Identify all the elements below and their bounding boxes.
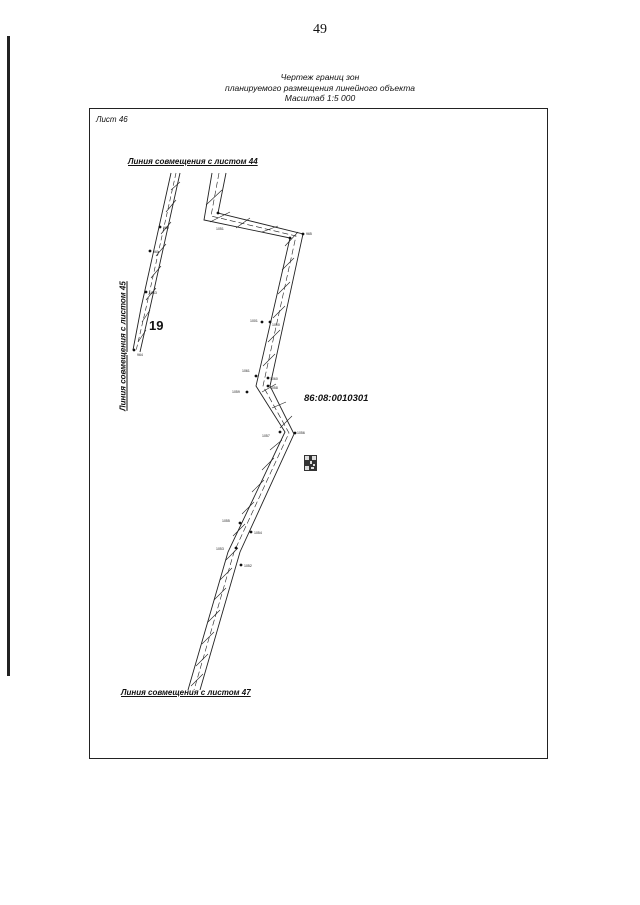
scale-line: Масштаб 1:5 000 (284, 93, 356, 103)
sheet-label: Лист 46 (96, 115, 128, 124)
scan-edge-bar (7, 36, 10, 676)
point-label: 964 (137, 353, 143, 357)
point-label: 1052 (244, 564, 252, 568)
map-frame (89, 108, 548, 759)
match-line-bottom: Линия совмещения с листом 47 (121, 688, 251, 697)
parcel-number: 19 (149, 318, 164, 333)
cadastral-block-label: 86:08:0010301 (304, 393, 369, 404)
boundary-points (132, 211, 305, 567)
point-label: 1053 (216, 547, 224, 551)
point-label: 1056 (297, 431, 305, 435)
point-label: 1057 (262, 434, 270, 438)
point-label: 1061 (242, 369, 250, 373)
point-label: 965 (306, 232, 312, 236)
page-number: 49 (313, 22, 327, 37)
point-label: 1000 (272, 323, 280, 327)
point-label: 1051 (216, 227, 224, 231)
corridor-left (132, 172, 181, 353)
point-label: 1059 (232, 390, 240, 394)
match-line-top: Линия совмещения с листом 44 (128, 157, 258, 166)
qr-code-icon (304, 455, 317, 471)
corridor-main (187, 172, 304, 691)
point-label: 1060 (270, 377, 278, 381)
point-label: 1063 (149, 291, 157, 295)
point-label: 1055 (222, 519, 230, 523)
title-line-2: планируемого размещения линейного объект… (225, 82, 415, 93)
point-label: 1054 (254, 531, 262, 535)
drawing-title: Чертеж границ зон планируемого размещени… (0, 72, 640, 104)
title-line-1: Чертеж границ зон (280, 72, 360, 82)
point-label: 1058 (270, 386, 278, 390)
point-labels: 960 961 1063 964 965 1000 1001 1061 1060… (137, 226, 312, 568)
point-label: 1001 (250, 319, 258, 323)
point-label: 960 (163, 226, 169, 230)
point-label: 961 (153, 250, 159, 254)
